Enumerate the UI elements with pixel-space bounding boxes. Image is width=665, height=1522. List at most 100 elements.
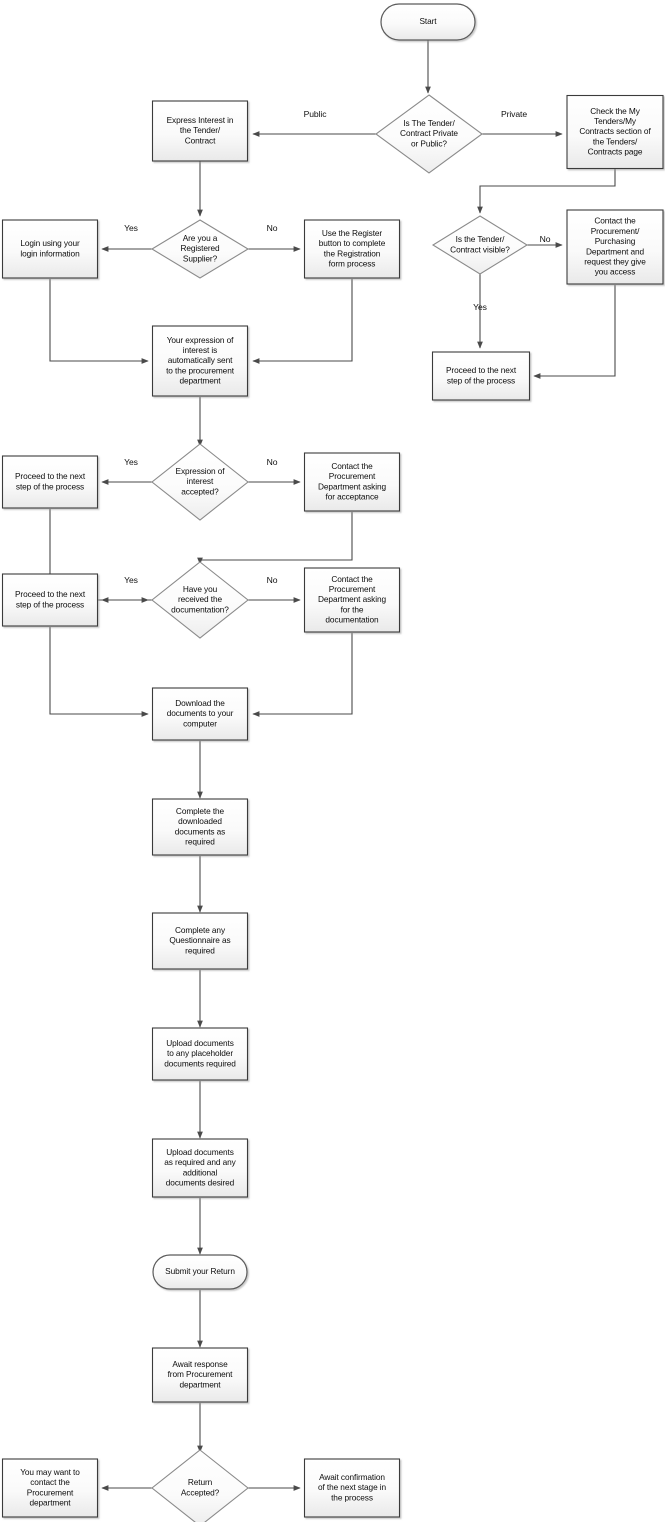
node-label-line: Contracts section of: [579, 126, 651, 136]
decision-shape: [150, 219, 250, 279]
node-label-line: Await response: [172, 1359, 228, 1369]
node-label-line: Express Interest in: [167, 115, 234, 125]
node-label-line: Department asking: [318, 594, 386, 604]
node-label-line: the Registration: [324, 248, 381, 258]
node-label-line: Upload documents: [166, 1147, 234, 1157]
process-shape: [303, 567, 401, 633]
node-label-line: to the procurement: [166, 365, 235, 375]
node-label-line: accepted?: [181, 486, 219, 496]
node-label-line: Proceed to the next: [15, 471, 86, 481]
connector-c-checkmy-down: [477, 169, 616, 214]
edge-label-lbl-private: Private: [501, 109, 527, 119]
node-label-line: Use the Register: [322, 228, 383, 238]
node-label-line: contact the: [30, 1477, 70, 1487]
process-shape: [151, 1138, 249, 1198]
node-label-line: you access: [595, 267, 636, 277]
node-label-line: Contract visible?: [450, 244, 510, 254]
connector-layer: [49, 40, 616, 1491]
process-shape: [151, 100, 249, 162]
edge-label-lbl-no-reg: No: [267, 223, 278, 233]
edge-label-lbl-yes-visible: Yes: [473, 302, 487, 312]
node-label-line: You may want to: [20, 1467, 80, 1477]
process-shape: [431, 351, 531, 401]
node-label-line: Contact the: [331, 461, 373, 471]
node-label-line: Supplier?: [183, 253, 218, 263]
node-label-line: request they give: [584, 256, 646, 266]
node-label-line: Have you: [183, 584, 218, 594]
node-label-line: received the: [178, 594, 222, 604]
node-label-line: login information: [20, 248, 80, 258]
edge-label-lbl-yes-reg: Yes: [124, 223, 138, 233]
process-shape: [1, 455, 99, 509]
process-shape: [1, 573, 99, 627]
node-label-line: Await confirmation: [319, 1472, 385, 1482]
node-label-line: computer: [183, 718, 217, 728]
connector-c-login-eoi: [49, 279, 149, 364]
node-label-line: Tenders/My: [594, 116, 637, 126]
node-label-line: additional: [183, 1167, 218, 1177]
node-label-line: Accepted?: [181, 1487, 220, 1497]
node-label-line: Login using your: [20, 238, 80, 248]
node-label-line: of the next stage in: [318, 1482, 387, 1492]
node-visible[interactable]: Is the Tender/Contract visible?: [431, 215, 529, 275]
node-contact_proc_access[interactable]: Contact theProcurement/PurchasingDepartm…: [566, 209, 664, 285]
process-shape: [151, 912, 249, 970]
node-label-line: documents to your: [167, 708, 234, 718]
node-label-line: Download the: [175, 698, 225, 708]
node-label-line: Contract Private: [400, 128, 458, 138]
connector-c-contactacc-docs: [197, 512, 353, 565]
process-shape: [1, 219, 99, 279]
decision-shape: [375, 94, 483, 174]
node-label-line: documentation: [325, 615, 379, 625]
decision-shape: [151, 443, 249, 521]
node-label-line: interest: [187, 476, 214, 486]
process-shape: [303, 1458, 401, 1518]
node-label-line: Is The Tender/: [403, 118, 455, 128]
node-start[interactable]: Start: [380, 3, 476, 41]
node-label-line: Submit your Return: [165, 1266, 235, 1276]
edge-label-lbl-no-eoi: No: [267, 457, 278, 467]
node-label-line: as required and any: [164, 1157, 236, 1167]
node-label-line: Your expression of: [167, 335, 234, 345]
node-label-line: for the: [341, 604, 364, 614]
process-shape: [303, 452, 401, 512]
process-shape: [151, 1027, 249, 1081]
node-submit[interactable]: Submit your Return: [152, 1254, 248, 1290]
process-shape: [151, 325, 249, 397]
connector-c-register-eoi: [252, 279, 353, 364]
process-shape: [566, 209, 664, 285]
node-label-line: Procurement/: [591, 226, 640, 236]
decision-shape: [431, 215, 529, 275]
edge-label-lbl-yes-eoi: Yes: [124, 457, 138, 467]
node-label-line: Questionnaire as: [169, 935, 230, 945]
node-label-line: documents desired: [166, 1177, 235, 1187]
node-label-line: Is the Tender/: [456, 234, 506, 244]
node-label-line: the Tender/: [180, 125, 221, 135]
process-shape: [1, 1458, 99, 1518]
